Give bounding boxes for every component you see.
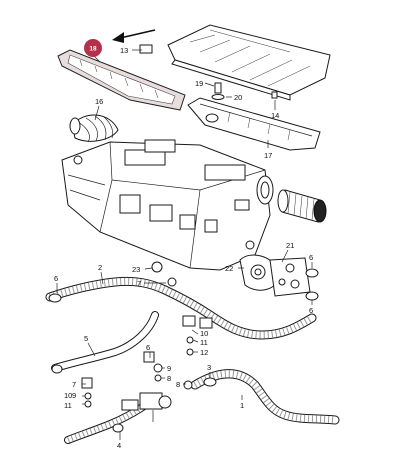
- callout-13: 13: [120, 46, 128, 55]
- callout-10-bottom: 10: [64, 391, 72, 400]
- coolant-hose-part-5[interactable]: [51, 311, 159, 372]
- callout-17: 17: [264, 151, 272, 160]
- callout-20: 20: [234, 93, 242, 102]
- bellows-hose-part-16[interactable]: [69, 114, 119, 143]
- callout-11-bottom: 11: [64, 401, 72, 410]
- coolant-hose-part-1[interactable]: [190, 369, 340, 425]
- callout-9-bottom: 9: [72, 391, 76, 400]
- callout-11-top: 11: [200, 338, 208, 347]
- callout-2: 2: [98, 263, 102, 272]
- callout-16: 16: [95, 97, 103, 106]
- callout-6-left: 6: [54, 274, 58, 283]
- callout-6-middle: 6: [146, 343, 150, 352]
- callout-6-right-bottom: 6: [309, 306, 313, 315]
- callout-22: 22: [225, 264, 233, 273]
- screw-part-19[interactable]: [211, 82, 225, 100]
- callout-1: 1: [240, 401, 244, 410]
- leader-lines: [56, 49, 313, 440]
- fittings-and-clamps[interactable]: [48, 261, 217, 433]
- callout-12: 12: [200, 348, 208, 357]
- blower-motor-plate[interactable]: [239, 254, 311, 297]
- air-duct-part-17[interactable]: [187, 97, 321, 151]
- callout-8-middle: 8: [167, 374, 171, 383]
- callout-21: 21: [286, 241, 294, 250]
- callout-6-right-top: 6: [309, 253, 313, 262]
- highlight-badge-18[interactable]: 18: [84, 39, 102, 57]
- control-valve-part-4[interactable]: [121, 392, 172, 411]
- callout-7-top: 7: [137, 279, 141, 288]
- callout-18: 18: [89, 46, 97, 53]
- callout-3: 3: [207, 363, 211, 372]
- callout-4: 4: [117, 441, 121, 450]
- callout-19: 19: [195, 79, 203, 88]
- callout-7-bottom: 7: [72, 380, 76, 389]
- callout-14: 14: [271, 111, 279, 120]
- callout-9-middle: 9: [167, 364, 171, 373]
- hose-clamp[interactable]: [305, 268, 319, 301]
- callout-5: 5: [84, 334, 88, 343]
- clip-part-14[interactable]: [271, 91, 278, 99]
- callout-10-top: 10: [200, 329, 208, 338]
- air-duct-seal-part-18[interactable]: [57, 49, 186, 111]
- callout-23: 23: [132, 265, 140, 274]
- ribbed-hose[interactable]: [277, 189, 327, 223]
- cover-plate[interactable]: [139, 24, 331, 101]
- direction-arrow-icon: [112, 29, 156, 43]
- coolant-hose-part-2[interactable]: [45, 276, 317, 340]
- heater-blower-housing[interactable]: [61, 139, 274, 271]
- callout-8-bottom: 8: [176, 380, 180, 389]
